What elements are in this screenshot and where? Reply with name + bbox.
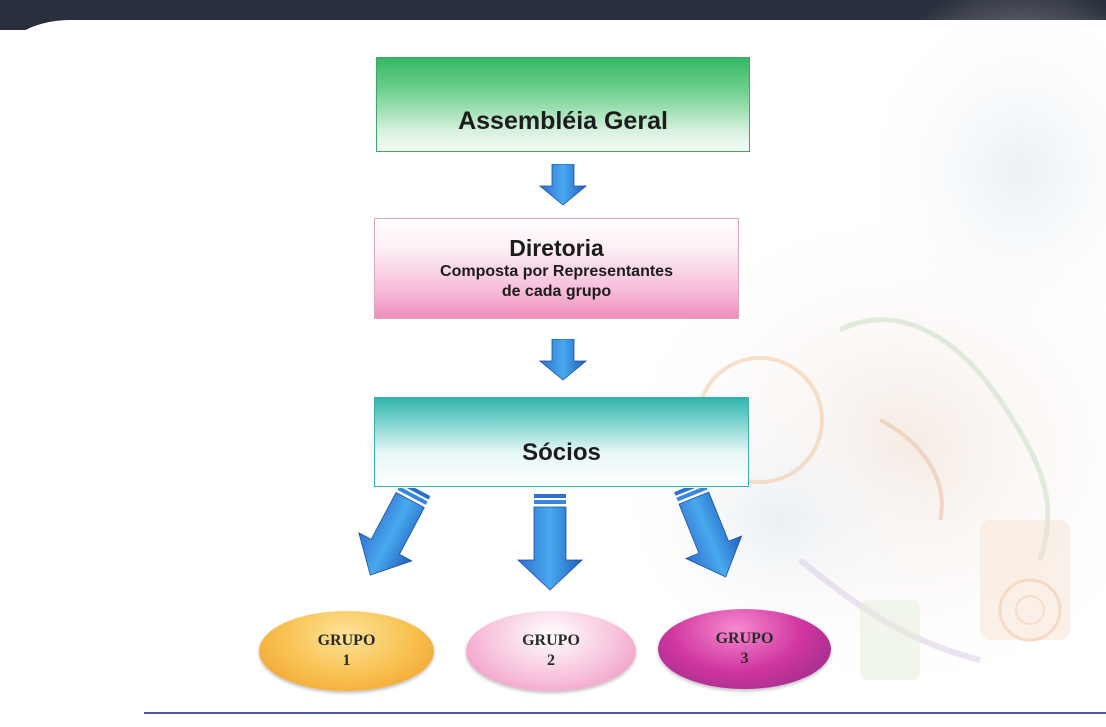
group-1-number: 1 [342, 652, 351, 669]
arrow-down-icon [538, 164, 588, 206]
assembly-box: Assembléia Geral [376, 57, 750, 152]
board-subtitle-line1: Composta por Representantes [440, 263, 673, 280]
assembly-label: Assembléia Geral [458, 107, 668, 135]
group-3-oval: GRUPO 3 [658, 609, 831, 689]
board-box: Diretoria Composta por Representantes de… [374, 218, 739, 319]
group-2-word: GRUPO [522, 632, 580, 649]
arrow-down-icon [538, 339, 588, 381]
arrow-down-left-icon [358, 488, 431, 576]
board-title: Diretoria [509, 235, 604, 261]
arrow-down-icon [516, 494, 584, 591]
group-3-word: GRUPO [715, 630, 774, 647]
board-subtitle-line2: de cada grupo [501, 283, 612, 300]
group-1-oval: GRUPO 1 [259, 611, 434, 691]
group-3-number: 3 [740, 650, 749, 667]
members-box: Sócios [374, 397, 749, 487]
group-1-word: GRUPO [317, 632, 376, 649]
arrow-down-right-icon [674, 488, 743, 578]
footer-rule [144, 712, 1106, 714]
group-2-number: 2 [547, 652, 555, 669]
group-2-oval: GRUPO 2 [466, 611, 636, 691]
members-label: Sócios [522, 439, 601, 466]
